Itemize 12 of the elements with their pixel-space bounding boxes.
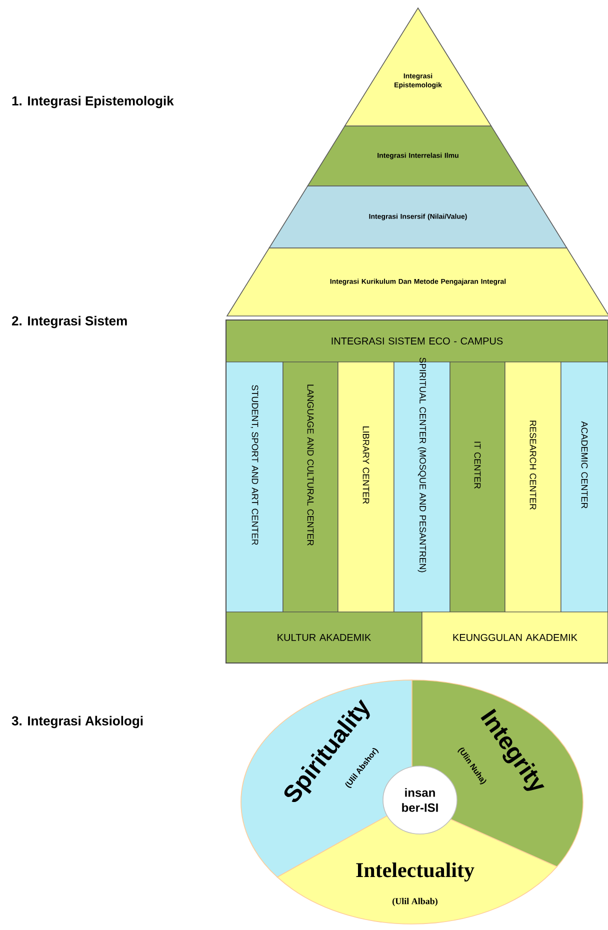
center-column: IT CENTER — [450, 362, 506, 612]
center-column: SPIRITUAL CENTER (MOSQUE AND PESANTREN) — [394, 358, 450, 612]
center-column: STUDENT, SPORT AND ART CENTER — [226, 362, 284, 612]
section-heading: 3. Integrasi Aksiologi — [12, 716, 143, 728]
center-column: LIBRARY CENTER — [338, 362, 394, 612]
footer-bar: KULTUR AKADEMIK — [226, 612, 422, 664]
section-heading: 1. Integrasi Epistemologik — [12, 96, 174, 108]
footer-bar: KEUNGGULAN AKADEMIK — [422, 612, 608, 664]
center-column: RESEARCH CENTER — [504, 362, 562, 612]
center-column: ACADEMIC CENTER — [560, 362, 608, 612]
section-heading: 2. Integrasi Sistem — [12, 316, 127, 328]
center-column: LANGUAGE AND CULTURAL CENTER — [282, 362, 338, 612]
